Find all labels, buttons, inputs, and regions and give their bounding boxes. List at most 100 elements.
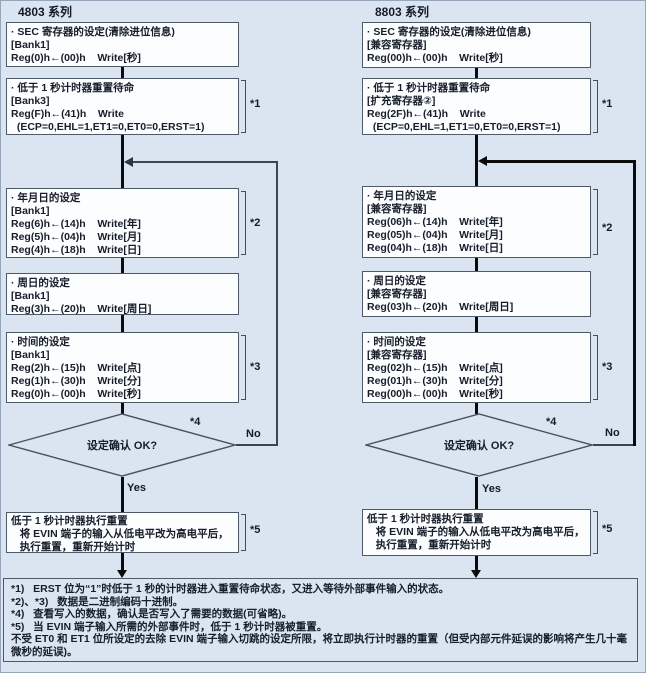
connector-line — [475, 556, 478, 571]
column-header-4803: 4803 系列 — [18, 5, 73, 19]
note-label: *5 — [250, 524, 261, 536]
box-line: · 年月日的设定 — [11, 192, 81, 204]
box-line: 将 EVIN 端子的输入从低电平改为高电平后， — [11, 528, 229, 540]
note-label: *2 — [602, 222, 613, 234]
box-line: Reg(F)h←(41)h Write — [11, 108, 124, 120]
box-line: Reg(4)h←(18)h Write[日] — [11, 244, 141, 256]
no-label: No — [246, 428, 261, 440]
box-line: [Bank1] — [11, 290, 50, 302]
note-label: *1 — [602, 98, 613, 110]
box-date-setting-8803: · 年月日的设定 [兼容寄存器] Reg(06)h←(14)h Write[年]… — [362, 186, 591, 258]
box-line: · 低于 1 秒计时器重置待命 — [11, 82, 135, 94]
box-line: Reg(0)h←(00)h Write[秒] — [11, 52, 141, 64]
footnote-line: *5) 当 EVIN 端子输入所需的外部事件时，低于 1 秒计时器被重置。 — [11, 620, 328, 633]
annotation-bracket — [241, 514, 246, 551]
box-line: (ECP=0,EHL=1,ET1=0,ET0=0,ERST=1) — [11, 121, 205, 133]
arrow-down-icon — [471, 570, 481, 578]
note-label: *1 — [250, 98, 261, 110]
box-sec-setting-4803: · SEC 寄存器的设定(清除进位信息) [Bank1] Reg(0)h←(00… — [6, 22, 239, 67]
footnote-line: 不受 ET0 和 ET1 位所设定的去除 EVIN 端子输入切跳的设定所限，将立… — [11, 633, 628, 645]
box-time-setting-8803: · 时间的设定 [兼容寄存器] Reg(02)h←(15)h Write[点] … — [362, 332, 591, 403]
box-line: Reg(2F)h←(41)h Write — [367, 108, 486, 120]
connector-line — [121, 67, 124, 78]
box-line: [兼容寄存器] — [367, 203, 427, 215]
box-reset-execute-4803: 低于 1 秒计时器执行重置 将 EVIN 端子的输入从低电平改为高电平后， 执行… — [6, 512, 239, 553]
annotation-bracket — [593, 80, 598, 133]
box-weekday-setting-8803: · 周日的设定 [兼容寄存器] Reg(03)h←(20)h Write[周日] — [362, 271, 591, 317]
box-line: [Bank3] — [11, 95, 50, 107]
box-subsecond-reset-standby-8803: · 低于 1 秒计时器重置待命 [扩充寄存器②] Reg(2F)h←(41)h … — [362, 78, 591, 135]
connector-line — [475, 477, 478, 509]
connector-line — [121, 403, 124, 414]
box-date-setting-4803: · 年月日的设定 [Bank1] Reg(6)h←(14)h Write[年] … — [6, 188, 239, 258]
decision-diamond-8803 — [365, 413, 593, 477]
box-line: Reg(04)h←(18)h Write[日] — [367, 242, 503, 254]
box-line: · 年月日的设定 — [367, 190, 437, 202]
box-line: Reg(6)h←(14)h Write[年] — [11, 218, 141, 230]
column-header-8803: 8803 系列 — [375, 5, 430, 19]
loop-line — [633, 160, 636, 446]
annotation-bracket — [593, 189, 598, 255]
box-line: · 周日的设定 — [367, 275, 426, 287]
box-line: [兼容寄存器] — [367, 288, 427, 300]
box-line: Reg(00)h←(00)h Write[秒] — [367, 388, 503, 400]
connector-line — [121, 258, 124, 273]
box-line: [兼容寄存器] — [367, 349, 427, 361]
box-subsecond-reset-standby-4803: · 低于 1 秒计时器重置待命 [Bank3] Reg(F)h←(41)h Wr… — [6, 78, 239, 135]
box-line: 低于 1 秒计时器执行重置 — [11, 515, 128, 527]
box-line: Reg(5)h←(04)h Write[月] — [11, 231, 141, 243]
yes-label: Yes — [482, 483, 501, 495]
decision-label: 设定确认 OK? — [86, 440, 158, 452]
box-line: [扩充寄存器②] — [367, 95, 436, 107]
box-reset-execute-8803: 低于 1 秒计时器执行重置 将 EVIN 端子的输入从低电平改为高电平后， 执行… — [362, 509, 591, 556]
connector-line — [121, 553, 124, 571]
box-line: (ECP=0,EHL=1,ET1=0,ET0=0,ERST=1) — [367, 121, 561, 133]
note-label: *4 — [190, 416, 201, 428]
note-label: *3 — [602, 361, 613, 373]
loop-line — [486, 160, 635, 163]
yes-label: Yes — [127, 482, 146, 494]
box-line: 执行重置，重新开始计时 — [367, 539, 492, 551]
connector-line — [475, 258, 478, 271]
box-line: [兼容寄存器] — [367, 39, 427, 51]
box-line: 将 EVIN 端子的输入从低电平改为高电平后， — [367, 526, 585, 538]
box-line: [Bank1] — [11, 39, 50, 51]
box-line: · 周日的设定 — [11, 277, 70, 289]
box-line: Reg(01)h←(30)h Write[分] — [367, 375, 503, 387]
box-weekday-setting-4803: · 周日的设定 [Bank1] Reg(3)h←(20)h Write[周日] — [6, 273, 239, 315]
loop-line — [276, 162, 278, 446]
box-line: · 时间的设定 — [367, 336, 426, 348]
loop-line — [132, 161, 278, 163]
arrow-left-icon — [478, 156, 487, 166]
connector-line — [475, 403, 478, 414]
arrow-left-icon — [124, 157, 133, 167]
box-time-setting-4803: · 时间的设定 [Bank1] Reg(2)h←(15)h Write[点] R… — [6, 332, 239, 403]
box-line: Reg(1)h←(30)h Write[分] — [11, 375, 141, 387]
loop-line — [593, 444, 635, 446]
connector-line — [121, 135, 124, 188]
connector-line — [475, 317, 478, 332]
box-line: Reg(2)h←(15)h Write[点] — [11, 362, 141, 374]
box-line: Reg(05)h←(04)h Write[月] — [367, 229, 503, 241]
connector-line — [121, 315, 124, 332]
box-line: [Bank1] — [11, 349, 50, 361]
box-line: 低于 1 秒计时器执行重置 — [367, 513, 484, 525]
note-label: *5 — [602, 523, 613, 535]
loop-line — [236, 444, 278, 446]
connector-line — [475, 68, 478, 78]
note-label: *3 — [250, 361, 261, 373]
box-line: [Bank1] — [11, 205, 50, 217]
box-line: · 低于 1 秒计时器重置待命 — [367, 82, 491, 94]
box-line: · SEC 寄存器的设定(清除进位信息) — [367, 26, 531, 38]
arrow-down-icon — [117, 570, 127, 578]
note-label: *2 — [250, 217, 261, 229]
footnote-line: *1) ERST 位为“1”时低于 1 秒的计时器进入重置待命状态，又进入等待外… — [11, 583, 450, 595]
box-line: Reg(02)h←(15)h Write[点] — [367, 362, 503, 374]
no-label: No — [605, 427, 620, 439]
box-line: Reg(03)h←(20)h Write[周日] — [367, 301, 514, 313]
decision-diamond-4803 — [8, 413, 236, 477]
box-line: Reg(06)h←(14)h Write[年] — [367, 216, 503, 228]
footnote-line: *2)、*3) 数据是二进制编码十进制。 — [11, 595, 184, 608]
footnote-box: *1) ERST 位为“1”时低于 1 秒的计时器进入重置待命状态，又进入等待外… — [3, 578, 638, 662]
